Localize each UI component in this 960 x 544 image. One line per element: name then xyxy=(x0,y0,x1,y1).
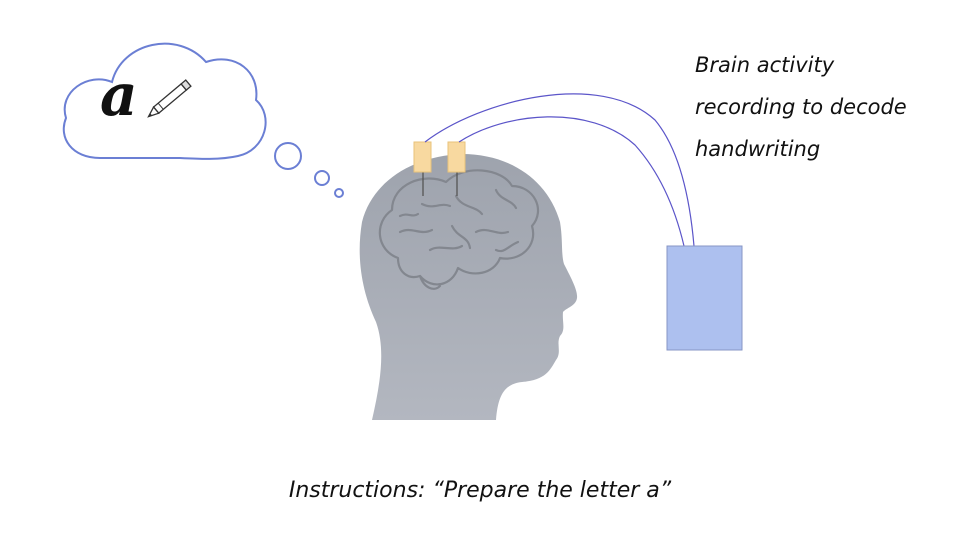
wire-outer xyxy=(424,93,695,247)
electrode-left xyxy=(413,141,432,173)
wire-inner xyxy=(458,116,685,247)
electrode-right xyxy=(447,141,466,173)
brain-outline xyxy=(378,169,540,290)
thought-letter: a xyxy=(100,61,138,129)
pencil-icon xyxy=(147,79,192,118)
recording-label: Brain activity recording to decode handw… xyxy=(695,44,957,170)
recording-label-line: recording to decode xyxy=(695,95,907,119)
recording-label-line: Brain activity xyxy=(695,53,835,77)
head-silhouette xyxy=(359,154,578,420)
instruction-text: Instructions: “Prepare the letter a” xyxy=(288,478,672,503)
recording-label-line: handwriting xyxy=(695,137,821,161)
thought-bubble-medium xyxy=(314,170,330,186)
thought-bubble-large xyxy=(274,142,302,170)
thought-bubble-small xyxy=(334,188,344,198)
recording-device xyxy=(666,245,743,351)
thought-cloud: a xyxy=(62,42,344,198)
electrode-array xyxy=(413,141,466,196)
